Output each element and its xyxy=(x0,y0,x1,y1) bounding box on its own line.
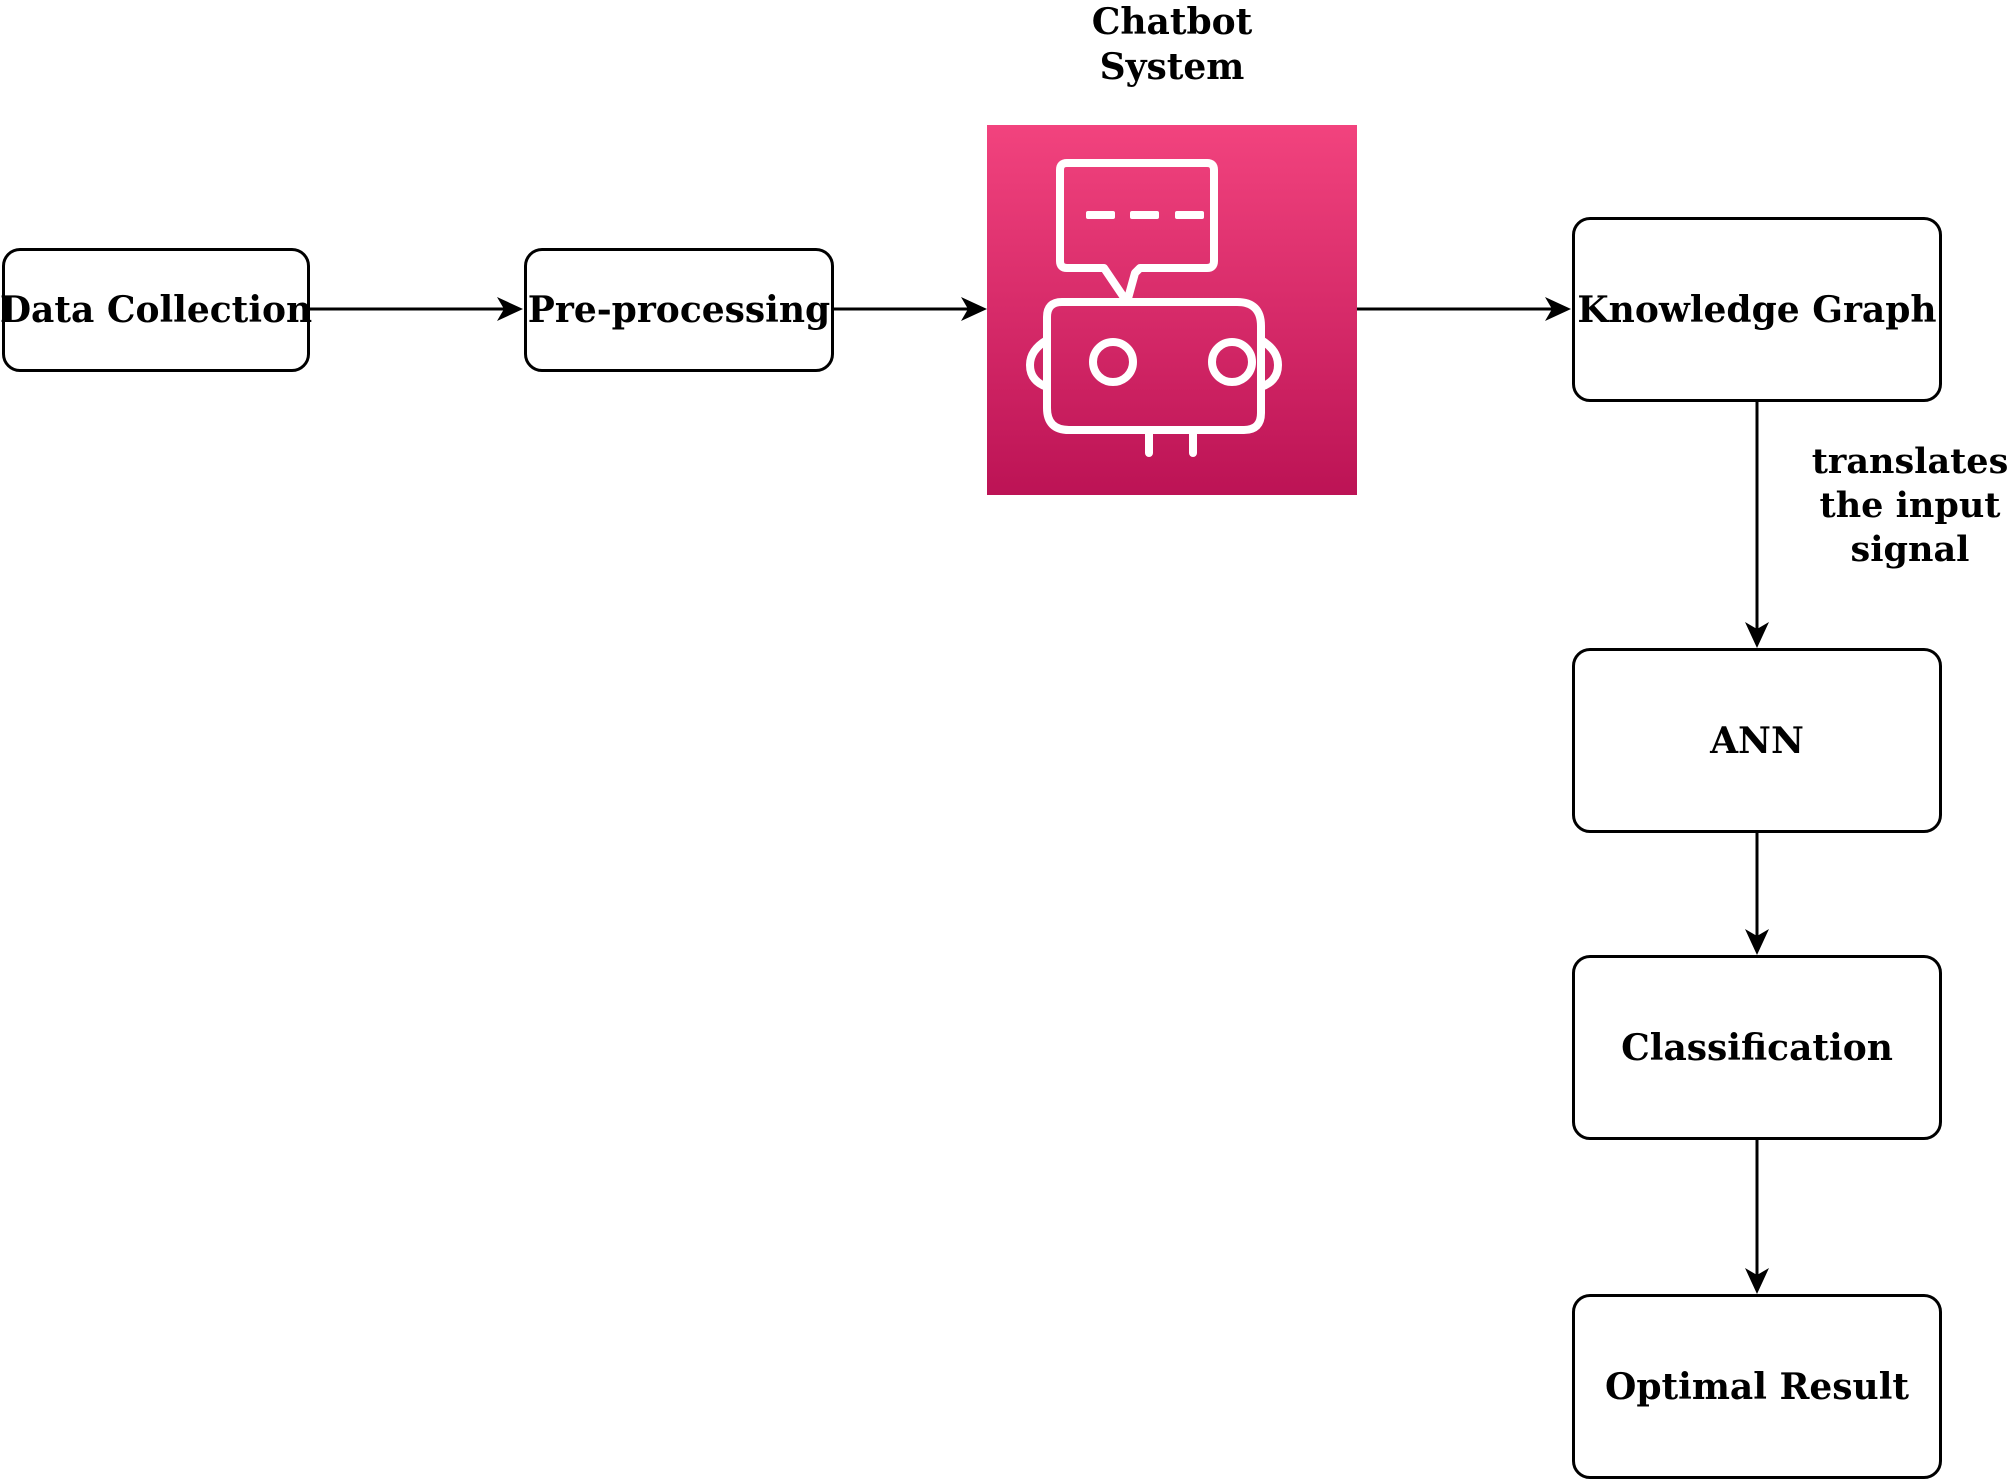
node-ann: ANN xyxy=(1572,648,1942,833)
arrowhead-optimal-result xyxy=(1745,1268,1769,1294)
node-classification: Classification xyxy=(1572,955,1942,1140)
speech-bubble-dashes-icon xyxy=(1086,211,1204,219)
node-ann-label: ANN xyxy=(1710,719,1804,762)
edge-label-line-2: the input xyxy=(1819,485,2001,526)
chatbot-robot-icon xyxy=(987,125,1357,495)
robot-right-ear-icon xyxy=(1257,336,1282,391)
edge-label-line-1: translates xyxy=(1811,441,2008,482)
node-optimal-result-label: Optimal Result xyxy=(1604,1365,1910,1408)
robot-left-eye-icon xyxy=(1089,338,1137,386)
chatbot-label-line-2: System xyxy=(1099,46,1245,88)
robot-head-icon xyxy=(1043,298,1265,434)
node-preprocessing: Pre-processing xyxy=(524,248,834,372)
arrowhead-chatbot xyxy=(961,297,987,321)
speech-bubble-icon xyxy=(1056,159,1218,306)
robot-right-eye-icon xyxy=(1208,338,1256,386)
node-knowledge-graph: Knowledge Graph xyxy=(1572,217,1942,402)
node-classification-label: Classification xyxy=(1621,1026,1893,1069)
arrowhead-preprocessing xyxy=(497,297,523,321)
node-preprocessing-label: Pre-processing xyxy=(527,289,831,331)
node-data-collection-label: Data Collection xyxy=(0,289,313,331)
edge-label-line-3: signal xyxy=(1850,529,1970,570)
chatbot-system-label: Chatbot System xyxy=(1012,0,1332,90)
arrowhead-classification xyxy=(1745,929,1769,955)
robot-left-ear-icon xyxy=(1026,336,1051,391)
chatbot-icon-background xyxy=(987,125,1357,495)
arrowhead-ann xyxy=(1745,622,1769,648)
arrowhead-knowledge-graph xyxy=(1545,297,1571,321)
node-knowledge-graph-label: Knowledge Graph xyxy=(1577,288,1937,331)
edge-label-translates-input-signal: translates the input signal xyxy=(1800,440,2008,572)
node-data-collection: Data Collection xyxy=(0,248,313,372)
chatbot-label-line-1: Chatbot xyxy=(1091,1,1253,43)
node-optimal-result: Optimal Result xyxy=(1572,1294,1942,1479)
